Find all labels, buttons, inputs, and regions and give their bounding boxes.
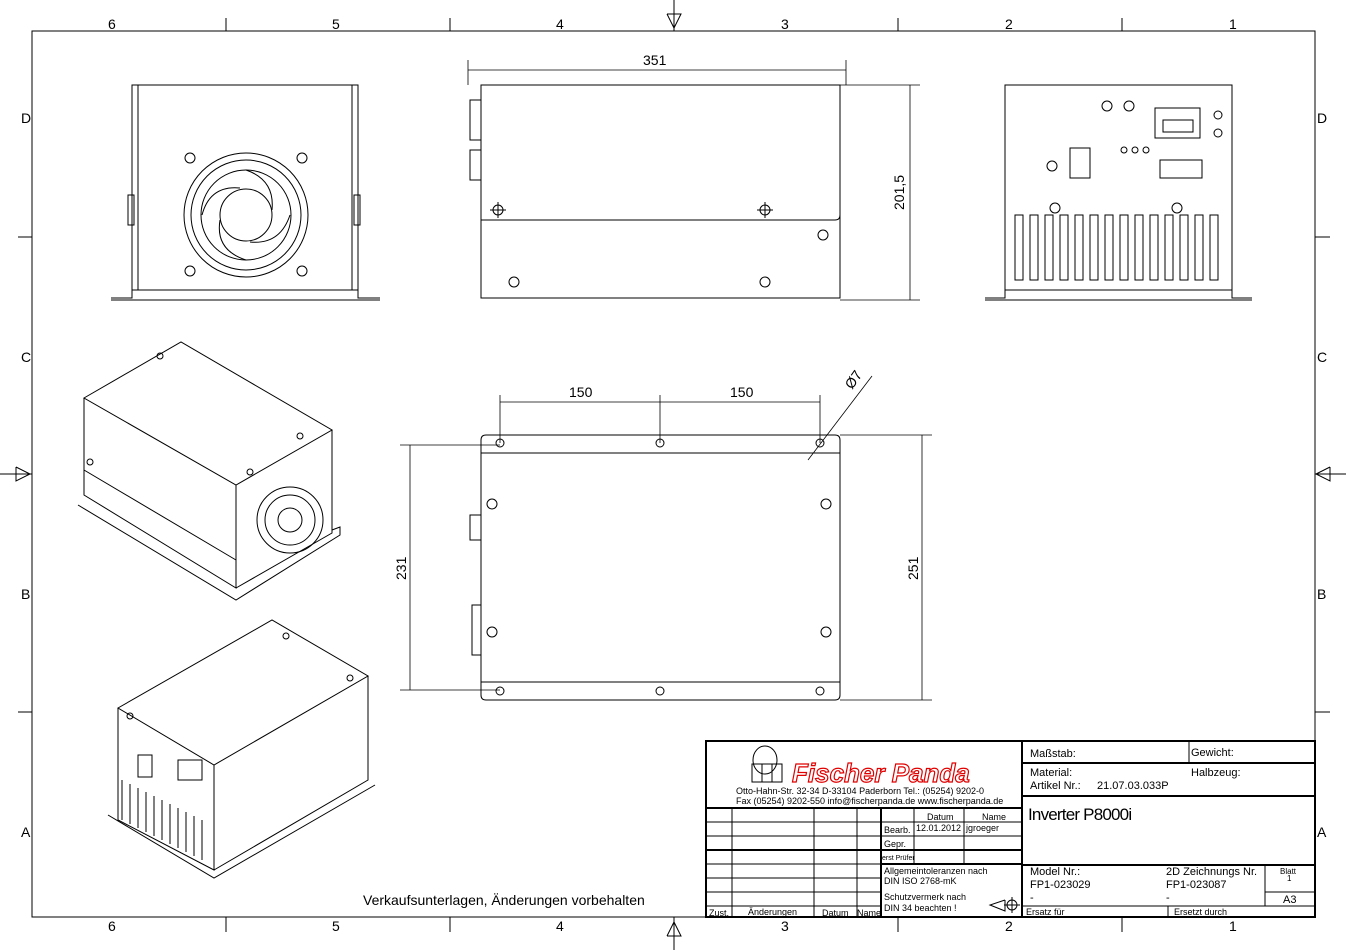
drawing-label: Artikel Nr.: [1030, 780, 1081, 792]
drawing-label: 1 [1229, 16, 1237, 32]
drawing-label: 150 [569, 384, 593, 400]
drawing-label: 1 [1287, 874, 1292, 883]
drawing-label: Gewicht: [1191, 747, 1234, 759]
sales-note: Verkaufsunterlagen, Änderungen vorbehalt… [363, 892, 645, 908]
drawing-label: DIN ISO 2768-mK [884, 876, 957, 886]
drawing-label: Datum [927, 812, 954, 822]
drawing-label: A [1317, 824, 1327, 840]
drawing-label: jgroeger [965, 823, 999, 833]
drawing-label: 12.01.2012 [916, 823, 961, 833]
drawing-label: 150 [730, 384, 754, 400]
drawing-label: Schutzvermerk nach [884, 892, 966, 902]
drawing-label: Maßstab: [1030, 748, 1076, 760]
drawing-label: FP1-023029 [1030, 879, 1091, 891]
drawing-label: Ø7 [841, 367, 865, 392]
drawing-label: 3 [781, 918, 789, 934]
isometric-view-rear-side [107, 619, 376, 879]
drawing-label: Name [857, 908, 881, 918]
drawing-label: Fax (05254) 9202-550 info@fischerpanda.d… [736, 796, 1003, 806]
drawing-label: Model Nr.: [1030, 866, 1080, 878]
drawing-label: 4 [556, 16, 564, 32]
dimension-201-5: 201,5 [840, 84, 920, 301]
drawing-label: - [1166, 892, 1170, 904]
dimension-351: 351 [467, 52, 847, 85]
drawing-label: A [21, 824, 31, 840]
drawing-label: erst Prüfer [882, 855, 915, 862]
drawing-label: 2D Zeichnungs Nr. [1166, 866, 1257, 878]
title-block: Fischer Panda Otto-Hahn-Str. 32-34 D-331… [705, 740, 1316, 918]
drawing-label: Allgemeintoleranzen nach [884, 866, 988, 876]
drawing-label: C [1317, 349, 1327, 365]
dimension-251: 251 [840, 434, 932, 701]
drawing-label: Änderungen [748, 907, 797, 917]
dimension-150-150: 150 150 [499, 384, 821, 443]
drawing-label: Bearb. [884, 825, 911, 835]
row-labels: D C B A D C B A [21, 110, 1327, 840]
column-labels-top: 6 5 4 3 2 1 [108, 16, 1237, 32]
drawing-label: 231 [393, 556, 409, 580]
drawing-label: Material: [1030, 767, 1072, 779]
rear-view [985, 84, 1252, 301]
drawing-label: 4 [556, 918, 564, 934]
drawing-label: D [21, 110, 31, 126]
drawing-title: Inverter P8000i [1028, 805, 1131, 824]
drawing-label: A3 [1283, 894, 1296, 906]
drawing-label: 2 [1005, 918, 1013, 934]
drawing-label: 5 [332, 918, 340, 934]
drawing-label: 251 [905, 556, 921, 580]
drawing-label: Ersetzt durch [1174, 907, 1227, 917]
drawing-label: 2 [1005, 16, 1013, 32]
drawing-label: B [21, 586, 30, 602]
drawing-label: D [1317, 110, 1327, 126]
fan-icon [183, 152, 309, 278]
company-logo: Fischer Panda [751, 745, 970, 789]
bottom-view [469, 434, 841, 701]
drawing-label: 5 [332, 16, 340, 32]
drawing-label: 351 [643, 52, 667, 68]
front-view-fan [111, 84, 380, 301]
drawing-label: Datum [822, 908, 849, 918]
drawing-label: B [1317, 586, 1326, 602]
column-labels-bottom: 6 5 4 3 2 1 [108, 918, 1237, 934]
drawing-label: 21.07.03.033P [1097, 780, 1169, 792]
isometric-view-fan-side [77, 341, 341, 601]
drawing-label: Zust. [709, 908, 729, 918]
drawing-label: FP1-023087 [1166, 879, 1227, 891]
drawing-label: Blatt [1280, 867, 1297, 876]
drawing-label: Gepr. [884, 839, 906, 849]
drawing-label: DIN 34 beachten ! [884, 903, 957, 913]
drawing-label: 201,5 [891, 175, 907, 210]
projection-symbol-icon [988, 897, 1020, 913]
panda-logo-icon [751, 745, 783, 783]
drawing-label: C [21, 349, 31, 365]
drawing-label: Halbzeug: [1191, 767, 1241, 779]
drawing-label: Fischer Panda [792, 758, 970, 788]
drawing-label: 3 [781, 16, 789, 32]
drawing-label: 1 [1229, 918, 1237, 934]
dimension-231: 231 [393, 444, 500, 691]
drawing-label: - [1030, 892, 1034, 904]
side-view [469, 84, 841, 299]
drawing-label: Name [982, 812, 1006, 822]
drawing-label: 6 [108, 918, 116, 934]
drawing-label: 6 [108, 16, 116, 32]
drawing-label: Ersatz für [1026, 907, 1065, 917]
drawing-label: Otto-Hahn-Str. 32-34 D-33104 Paderborn T… [736, 786, 984, 796]
